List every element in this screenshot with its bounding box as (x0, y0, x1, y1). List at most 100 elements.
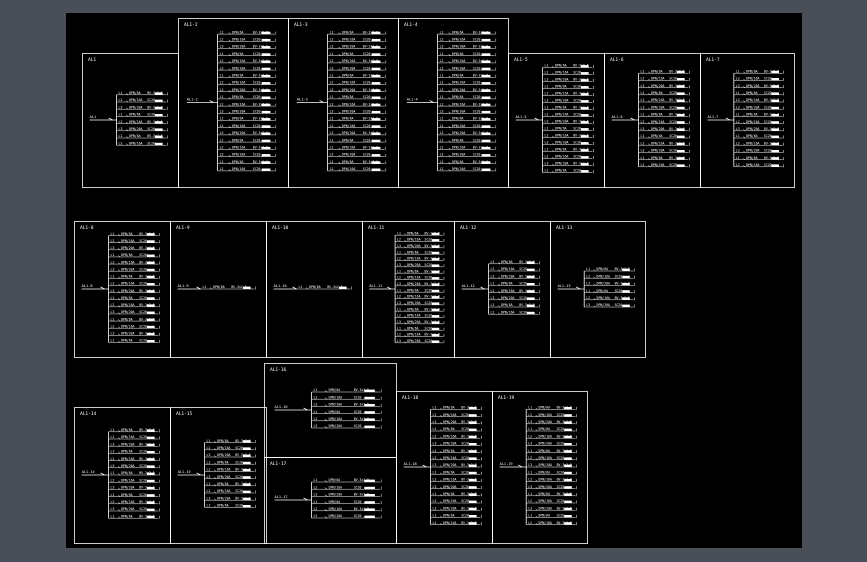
circuit-breaker-symbol (535, 465, 538, 468)
main-breaker (196, 286, 201, 290)
circuit-cable-spec: SC20 (573, 127, 581, 131)
panel-frame (170, 221, 267, 358)
circuit-breaker-symbol (440, 479, 443, 482)
circuit-breaker-symbol (498, 276, 501, 279)
circuit-terminal-box (146, 247, 155, 250)
circuit-breaker-symbol (552, 142, 555, 145)
panel-p7: AL1-7AL1-7L1DPN/6ABV-3x2.5L2DPN/16ASC20L… (700, 53, 795, 188)
circuit-phase-label: L3 (111, 267, 115, 271)
circuit-terminal-box (564, 443, 572, 446)
circuit-phase-label: L1 (491, 303, 495, 307)
circuit-breaker-symbol (118, 487, 121, 490)
circuit-breaker-symbol (448, 133, 451, 136)
circuit-breaker-symbol (324, 411, 328, 414)
circuit-breaker-symbol (404, 277, 407, 280)
circuit-breaker-symbol (743, 107, 746, 110)
circuit-terminal-box (371, 74, 381, 78)
circuit-terminal-box (771, 99, 779, 102)
circuit-breaker-spec: DPN/16A (329, 395, 343, 399)
circuit-breaker-spec: DPN/20A (329, 403, 343, 407)
circuit-terminal-box (146, 515, 155, 519)
circuit-terminal-box (431, 264, 440, 267)
circuit-breaker-symbol (535, 479, 538, 482)
circuit-breaker-symbol (338, 147, 341, 150)
circuit-breaker-symbol (743, 93, 746, 95)
feeder-label: AL1-4 (407, 98, 418, 102)
circuit-cable-spec: BV-3x2.5 (363, 45, 378, 49)
circuit-breaker-symbol (338, 161, 341, 164)
circuit-phase-label: L1 (220, 74, 224, 78)
circuit-breaker-symbol (498, 298, 501, 300)
circuit-breaker-spec: DPN/6A (651, 134, 663, 138)
circuit-breaker-symbol (448, 147, 451, 150)
circuit-breaker-symbol (440, 436, 443, 439)
circuit-breaker-spec: DPN/20A (121, 289, 135, 293)
circuit-breaker-spec: DPN/6A (121, 428, 133, 432)
circuit-breaker-symbol (210, 287, 213, 290)
circuit-phase-label: L2 (545, 134, 549, 138)
circuit-breaker-symbol (338, 169, 341, 172)
panel-p11: AL1-11AL1-11L1DPN/6ABV-3x2.5L2DPN/16ASC2… (362, 221, 455, 358)
circuit-breaker-spec: DPN/20A (407, 320, 421, 324)
circuit-breaker-spec: DPN/6A (407, 250, 419, 254)
circuit-phase-label: L1 (207, 460, 211, 464)
circuit-terminal-box (580, 65, 589, 68)
circuit-terminal-box (431, 283, 440, 286)
circuit-breaker-symbol (440, 465, 443, 468)
circuit-breaker-symbol (743, 129, 746, 131)
circuit-breaker-symbol (228, 89, 231, 92)
circuit-breaker-spec: DPN/16A (232, 124, 246, 128)
circuit-phase-label: L2 (207, 446, 211, 450)
circuit-phase-label: L2 (220, 167, 224, 171)
main-breaker (209, 100, 214, 103)
circuit-breaker-symbol (743, 150, 746, 153)
circuit-terminal-box (261, 103, 271, 107)
panel-title: AL1-12 (460, 225, 477, 231)
circuit-cable-spec: SC20 (669, 91, 677, 95)
circuit-breaker-spec: DPN/16A (539, 499, 553, 503)
circuit-breaker-symbol (498, 305, 501, 308)
circuit-breaker-symbol (404, 271, 407, 274)
circuit-cable-spec: SC20 (147, 127, 155, 131)
circuit-terminal-box (771, 106, 779, 110)
circuit-terminal-box (431, 340, 440, 343)
circuit-breaker-symbol (214, 462, 217, 465)
circuit-breaker-spec: DPN/16A (329, 417, 343, 421)
circuit-breaker-spec: DPN/16A (651, 163, 665, 167)
circuit-cable-spec: SC20 (235, 475, 243, 479)
circuit-terminal-box (468, 500, 477, 503)
circuit-phase-label: L2 (207, 468, 211, 472)
circuit-cable-spec: BV-3x2.5 (253, 102, 268, 106)
circuit-breaker-symbol (535, 522, 538, 525)
circuit-breaker-spec: DPN/16A (329, 485, 343, 489)
circuit-breaker-symbol (118, 494, 121, 497)
circuit-breaker-symbol (118, 312, 121, 315)
circuit-phase-label: L2 (528, 434, 532, 438)
circuit-phase-label: L1 (545, 85, 549, 89)
circuit-breaker-spec: DPN/16A (443, 456, 457, 460)
circuit-breaker-spec: DPN/20A (746, 84, 760, 88)
circuit-terminal-box (146, 429, 155, 432)
circuit-breaker-spec: DPN/16A (443, 521, 457, 525)
circuit-terminal-box (261, 38, 271, 42)
circuit-phase-label: L2 (528, 413, 532, 417)
circuit-breaker-spec: DPN/20A (217, 496, 231, 500)
circuit-phase-label: L3 (440, 131, 444, 135)
circuit-terminal-box (371, 118, 381, 121)
circuit-phase-label: L1 (586, 289, 590, 293)
